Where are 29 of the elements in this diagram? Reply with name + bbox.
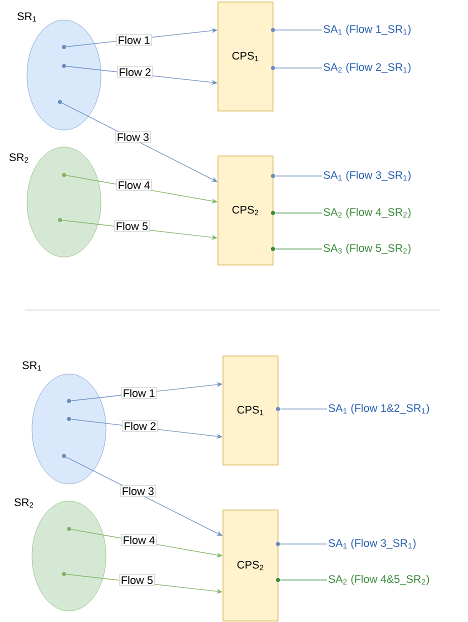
leader-line <box>274 248 322 250</box>
leader-line <box>280 408 328 410</box>
signal-label: SA$_{1}$ (Flow 1_SR$_{1}$) <box>324 24 411 36</box>
process-box: CPS$_{2}$ <box>222 510 278 622</box>
region-label: SR$_{2}$ <box>10 153 28 163</box>
region-label: SR$_{2}$ <box>14 498 34 508</box>
signal-label: SA$_{1}$ (Flow 1&2_SR$_{1}$) <box>328 404 429 414</box>
edge-label: Flow 2 <box>122 420 158 432</box>
signal-label: SA$_{2}$ (Flow 4_SR$_{2}$) <box>324 208 411 218</box>
process-box: CPS$_{2}$ <box>218 156 274 266</box>
signal-label: SA$_{1}$ (Flow 3_SR$_{1}$) <box>324 170 411 182</box>
edge-label: Flow 5 <box>119 574 155 586</box>
edge-label: Flow 4 <box>116 179 152 191</box>
region-label: SR$_{1}$ <box>18 12 36 22</box>
leader-line <box>274 212 322 214</box>
signal-label: SA$_{2}$ (Flow 2_SR$_{1}$) <box>324 62 411 74</box>
edge-label: Flow 4 <box>121 534 157 546</box>
process-box: CPS$_{1}$ <box>222 356 278 466</box>
signal-label: SA$_{2}$ (Flow 4&5_SR$_{2}$) <box>328 574 429 586</box>
edge-label: Flow 3 <box>120 485 156 497</box>
region-label: SR$_{1}$ <box>22 361 42 371</box>
signal-label: SA$_{1}$ (Flow 3_SR$_{1}$) <box>328 538 416 550</box>
signal-label: SA$_{3}$ (Flow 5_SR$_{2}$) <box>324 244 411 254</box>
edge-label: Flow 1 <box>116 34 152 46</box>
edge-label: Flow 5 <box>114 220 150 232</box>
edge-label: Flow 1 <box>121 387 157 399</box>
edge-label: Flow 3 <box>115 131 151 143</box>
edge-label: Flow 2 <box>117 66 153 78</box>
process-box: CPS$_{1}$ <box>218 2 274 112</box>
